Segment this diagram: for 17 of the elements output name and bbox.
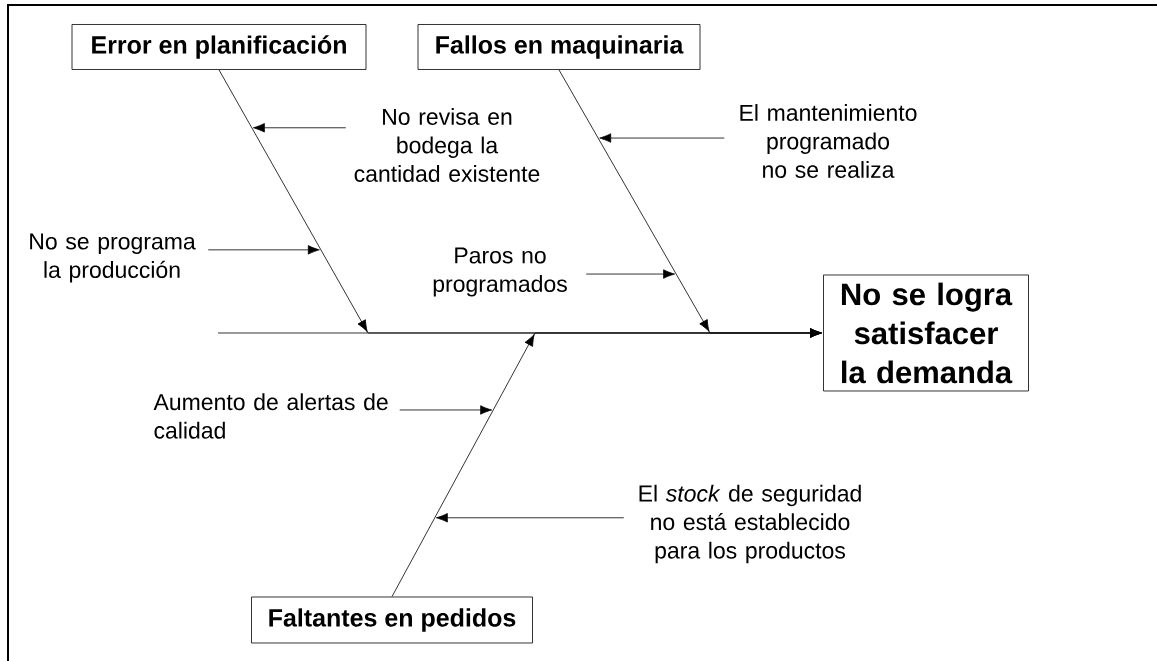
cause-text: Paros no programados — [433, 247, 567, 297]
effect-box: No se logra satisfacer la demanda — [823, 274, 1029, 392]
cause-text: No se programa la producción — [30, 233, 196, 283]
cause-text: El stock de seguridad no está establecido para los productos — [639, 484, 861, 564]
cause-arrow — [435, 513, 625, 523]
cause-text: No revisa en bodega la cantidad existente — [354, 108, 540, 182]
cause-text: Aumento de alertas de calidad — [153, 393, 388, 439]
category-box: Faltantes en pedidos — [251, 596, 533, 644]
cause-arrow — [399, 405, 493, 415]
cause-arrow — [253, 123, 347, 133]
cause-arrow — [207, 245, 320, 255]
cause-text: El mantenimiento programado no se realiza — [740, 104, 917, 178]
category-box: Fallos en maquinaria — [417, 24, 701, 70]
category-box: Error en planificación — [71, 24, 367, 70]
cause-arrow — [585, 269, 675, 279]
cause-arrow — [599, 133, 725, 143]
spine-arrow — [217, 328, 822, 338]
